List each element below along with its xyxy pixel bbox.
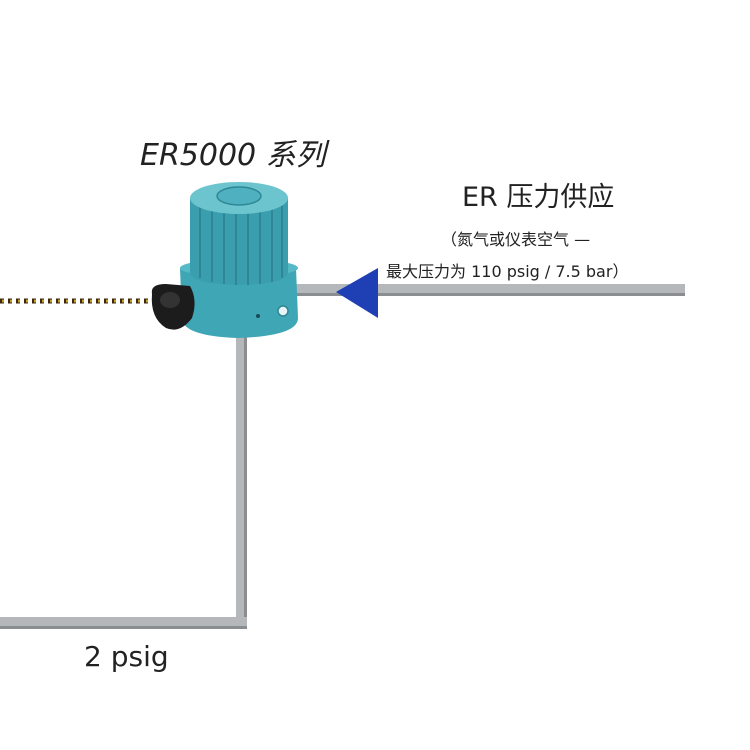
cap-ribs (199, 204, 283, 285)
er5000-device (180, 182, 298, 338)
output-pressure-label: 2 psig (84, 640, 169, 673)
device-title: ER5000 系列 (140, 138, 326, 173)
connector-knob (151, 284, 195, 330)
supply-note-line1: （氮气或仪表空气 — (441, 230, 591, 249)
supply-title: ER 压力供应 (462, 182, 615, 213)
output-pipe (0, 330, 247, 629)
supply-note-line2: 最大压力为 110 psig / 7.5 bar） (386, 262, 629, 281)
flow-arrow (336, 268, 378, 318)
supply-pipe (290, 284, 685, 296)
